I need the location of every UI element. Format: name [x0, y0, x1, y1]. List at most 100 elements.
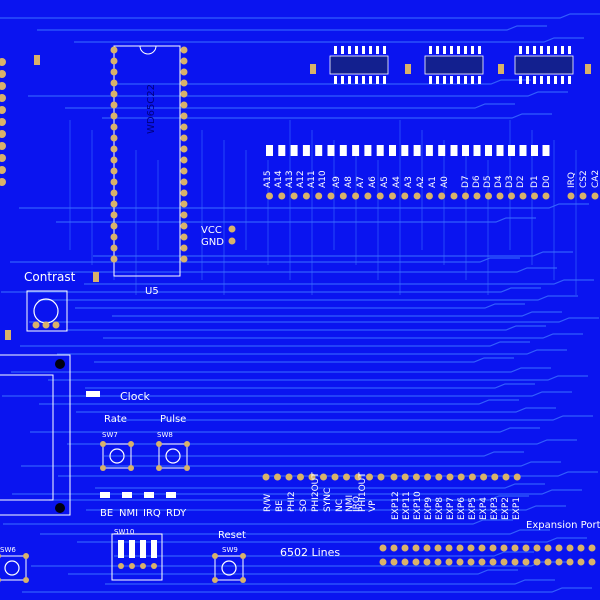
header-pad — [508, 192, 515, 200]
clock-label: Clock — [120, 390, 150, 403]
header-pad — [462, 192, 469, 200]
expansion-pad — [522, 544, 530, 552]
trace — [66, 325, 546, 331]
clock-osc — [86, 391, 100, 397]
led — [425, 145, 433, 156]
header-pad — [266, 192, 273, 200]
vcc-label: VCC — [201, 225, 222, 236]
address-label: A11 — [307, 170, 317, 188]
pot-outline — [26, 290, 68, 332]
expansion-pad — [566, 544, 574, 552]
data-label: D5 — [483, 175, 493, 188]
chip-pin — [180, 101, 188, 109]
header-pad — [491, 473, 499, 481]
exp-pin-label: EXP8 — [435, 496, 445, 520]
chip-pin — [180, 112, 188, 120]
gnd-label: GND — [201, 237, 224, 248]
header-pad — [331, 473, 339, 481]
smd-part — [93, 272, 99, 282]
led — [278, 145, 286, 156]
button-cap — [165, 448, 181, 464]
address-label: A7 — [356, 176, 366, 188]
reset-label: Reset — [218, 530, 246, 541]
signal-label: RDY — [166, 508, 187, 519]
line-label: BE — [275, 500, 285, 512]
soic-lead — [526, 46, 529, 54]
led — [364, 145, 372, 156]
exp-pin-label: EXP5 — [468, 496, 478, 520]
gnd-pad — [228, 237, 236, 245]
exp-pin-label: EXP3 — [490, 496, 500, 520]
mount-hole — [55, 503, 65, 513]
line-label: SYNC — [323, 487, 333, 512]
smd-part — [585, 64, 591, 74]
soic-lead — [383, 76, 386, 84]
exp-pin-label: EXP12 — [391, 491, 401, 520]
expansion-pad — [467, 544, 475, 552]
led — [315, 145, 323, 156]
header-pad — [542, 192, 550, 200]
trace — [19, 203, 589, 209]
soic-lead — [457, 76, 460, 84]
expansion-pad — [533, 558, 541, 566]
led — [302, 145, 310, 156]
expansion-pad — [412, 558, 420, 566]
expansion-pad — [467, 558, 475, 566]
chip-pin — [110, 112, 118, 120]
expansion-pad — [588, 544, 596, 552]
soic-lead — [355, 76, 358, 84]
left-pad — [0, 130, 6, 138]
chip-pin — [180, 167, 188, 175]
header-pad — [343, 473, 350, 481]
header-pad — [278, 192, 286, 200]
trace — [22, 587, 592, 593]
header-pad — [285, 473, 293, 481]
button-pad — [23, 577, 29, 583]
button-cap — [4, 560, 20, 576]
left-pad — [0, 178, 6, 186]
button-pad — [0, 577, 1, 583]
trace — [77, 537, 587, 543]
chip-pin — [110, 178, 118, 186]
address-label: A10 — [318, 170, 328, 188]
trace — [94, 357, 514, 363]
lines-6502-label: 6502 Lines — [280, 546, 341, 559]
button-pad — [100, 441, 106, 447]
header-pad — [290, 192, 298, 200]
trace — [1, 287, 541, 293]
dip-outline — [111, 533, 163, 581]
chip-pin — [110, 123, 118, 131]
sw7-label: SW7 — [102, 431, 118, 439]
chip-part-label: WD65C22 — [146, 83, 157, 134]
smd-part — [405, 64, 411, 74]
trace — [114, 551, 534, 557]
control-label: IRQ — [567, 172, 577, 188]
led — [376, 145, 384, 156]
exp-pin-label: EXP4 — [479, 496, 489, 520]
button-pad — [0, 553, 1, 559]
expansion-pad — [555, 558, 563, 566]
trace — [29, 317, 599, 323]
expansion-pad — [588, 558, 596, 566]
button-pad — [184, 465, 190, 471]
button-pad — [128, 441, 134, 447]
sw9-label: SW9 — [222, 546, 238, 554]
button-cap — [221, 560, 237, 576]
button-pad — [184, 441, 190, 447]
chip-pin — [110, 233, 118, 241]
soic-lead — [471, 76, 474, 84]
header-pad — [413, 192, 421, 200]
trace — [103, 333, 583, 339]
exp-pin-label: EXP6 — [457, 496, 467, 520]
soic-lead — [348, 76, 351, 84]
control-label: CS2 — [579, 170, 589, 188]
header-pad — [308, 473, 316, 481]
soic-lead — [450, 46, 453, 54]
data-label: D7 — [461, 175, 471, 188]
lcd-outline — [0, 354, 71, 516]
led — [462, 145, 469, 156]
trace — [85, 383, 535, 389]
expansion-pad — [434, 544, 442, 552]
expansion-pad — [489, 544, 497, 552]
